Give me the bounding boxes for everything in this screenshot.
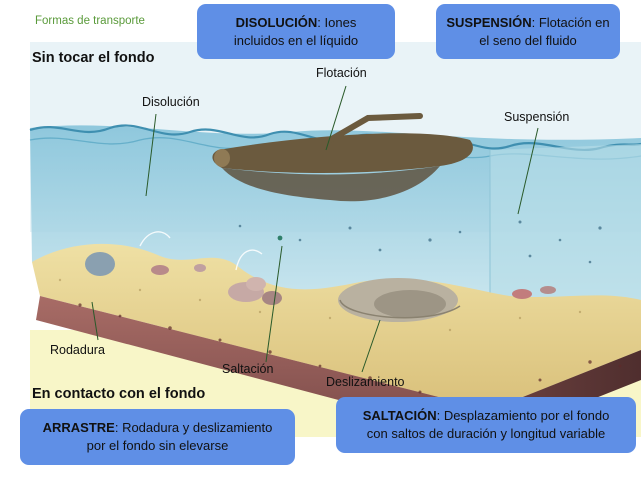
- side-stones: [512, 286, 556, 299]
- box-arrastre: ARRASTRE: Rodadura y deslizamiento por e…: [20, 409, 295, 465]
- box-suspension: SUSPENSIÓN: Flotación en el seno del flu…: [436, 4, 620, 59]
- heading-contact: En contacto con el fondo: [32, 386, 206, 402]
- saltating-pebbles: [139, 231, 283, 305]
- box-disolucion-line1: : Iones: [317, 14, 357, 30]
- box-saltacion-term: SALTACIÓN: [362, 408, 437, 423]
- riverbed-sand: [32, 243, 641, 410]
- box-suspension-term: SUSPENSIÓN: [446, 14, 532, 30]
- box-saltacion-line2: con saltos de duración y longitud variab…: [366, 426, 606, 441]
- box-arrastre-term: ARRASTRE: [42, 420, 115, 435]
- box-disolucion-line2: incluidos en el líquido: [233, 32, 359, 48]
- sliding-boulder: [338, 278, 461, 322]
- water-side-face: [490, 144, 641, 330]
- label-rodadura: Rodadura: [50, 343, 105, 357]
- label-disolucion: Disolución: [142, 95, 200, 109]
- heading-no-contact: Sin tocar el fondo: [32, 50, 155, 66]
- box-arrastre-line2: por el fondo sin elevarse: [86, 438, 229, 453]
- box-arrastre-line1: : Rodadura y deslizamiento: [114, 420, 273, 435]
- floating-log: [212, 113, 473, 202]
- label-flotacion: Flotación: [316, 66, 367, 80]
- box-suspension-line2: el seno del fluido: [479, 32, 577, 48]
- box-suspension-line1: : Flotación en: [531, 14, 610, 30]
- box-saltacion: SALTACIÓN: Desplazamiento por el fondo c…: [336, 397, 636, 453]
- box-disolucion: DISOLUCIÓN: Iones incluidos en el líquid…: [197, 4, 395, 59]
- section-label: Formas de transporte: [35, 15, 145, 27]
- rolling-stones: [85, 252, 206, 276]
- label-saltacion: Saltación: [222, 362, 274, 376]
- label-suspension: Suspensión: [504, 110, 570, 124]
- box-saltacion-line1: : Desplazamiento por el fondo: [436, 408, 610, 423]
- label-deslizamiento: Deslizamiento: [326, 375, 405, 389]
- box-disolucion-term: DISOLUCIÓN: [235, 14, 318, 30]
